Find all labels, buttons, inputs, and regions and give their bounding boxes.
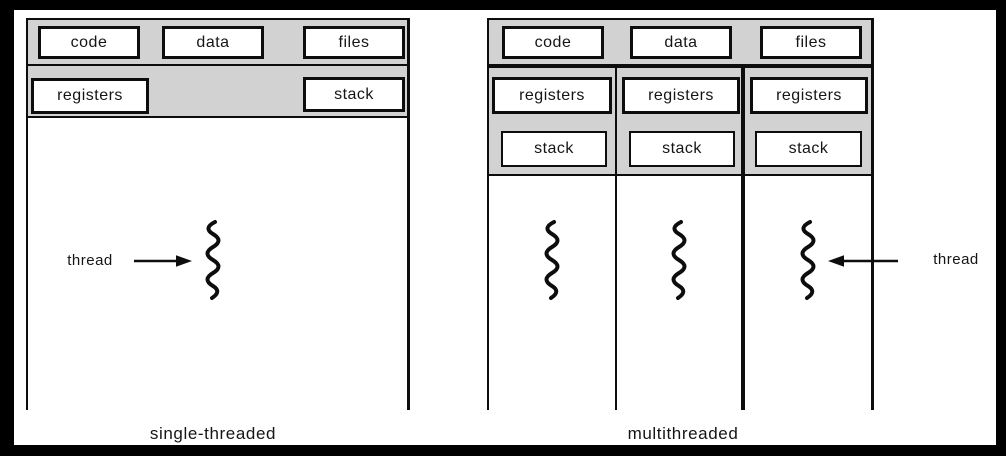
single-data-label: data [196, 33, 230, 51]
multithreaded-caption: multithreaded [627, 424, 739, 443]
single-stack-box: stack [303, 77, 405, 112]
single-thread-label: thread [67, 252, 113, 269]
multi-registers-label-2: registers [648, 86, 714, 104]
multi-stack-label-3: stack [788, 140, 829, 157]
multi-data-box: data [630, 26, 732, 59]
multi-registers-box-3: registers [750, 77, 868, 114]
multi-code-label: code [534, 33, 572, 51]
arrow-right-icon [134, 255, 192, 267]
thread-squiggle-icon [800, 220, 816, 300]
multi-registers-label-1: registers [519, 86, 585, 104]
single-data-box: data [162, 26, 264, 59]
multi-right-wall [871, 174, 874, 410]
multi-stack-label-1: stack [534, 140, 574, 157]
multi-stack-box-3: stack [755, 131, 862, 167]
thread-squiggle-icon [671, 220, 687, 300]
multi-files-label: files [795, 33, 827, 51]
multi-divider-1 [615, 174, 617, 410]
thread-squiggle-icon [544, 220, 560, 300]
multi-stack-box-2: stack [629, 131, 735, 167]
multi-left-wall [487, 174, 489, 410]
multi-files-box: files [760, 26, 862, 59]
multi-stack-label-2: stack [662, 140, 702, 157]
arrow-left-icon [828, 255, 898, 267]
multi-data-label: data [664, 33, 698, 51]
multi-thread-label: thread [933, 251, 979, 268]
single-registers-box: registers [31, 78, 149, 114]
multi-stack-box-1: stack [501, 131, 607, 167]
multi-registers-box-1: registers [492, 77, 612, 114]
multi-registers-box-2: registers [622, 77, 740, 114]
multi-code-box: code [502, 26, 604, 59]
multi-divider-2 [741, 174, 745, 410]
single-files-box: files [303, 26, 405, 59]
single-registers-label: registers [57, 87, 123, 104]
single-left-wall [26, 116, 28, 410]
multi-registers-label-3: registers [776, 86, 842, 104]
single-right-wall [407, 116, 410, 410]
single-code-box: code [38, 26, 140, 59]
single-code-label: code [70, 33, 108, 51]
single-files-label: files [338, 33, 370, 51]
single-threaded-caption: single-threaded [149, 424, 277, 443]
single-stack-label: stack [334, 85, 374, 103]
thread-squiggle-icon [205, 220, 221, 300]
